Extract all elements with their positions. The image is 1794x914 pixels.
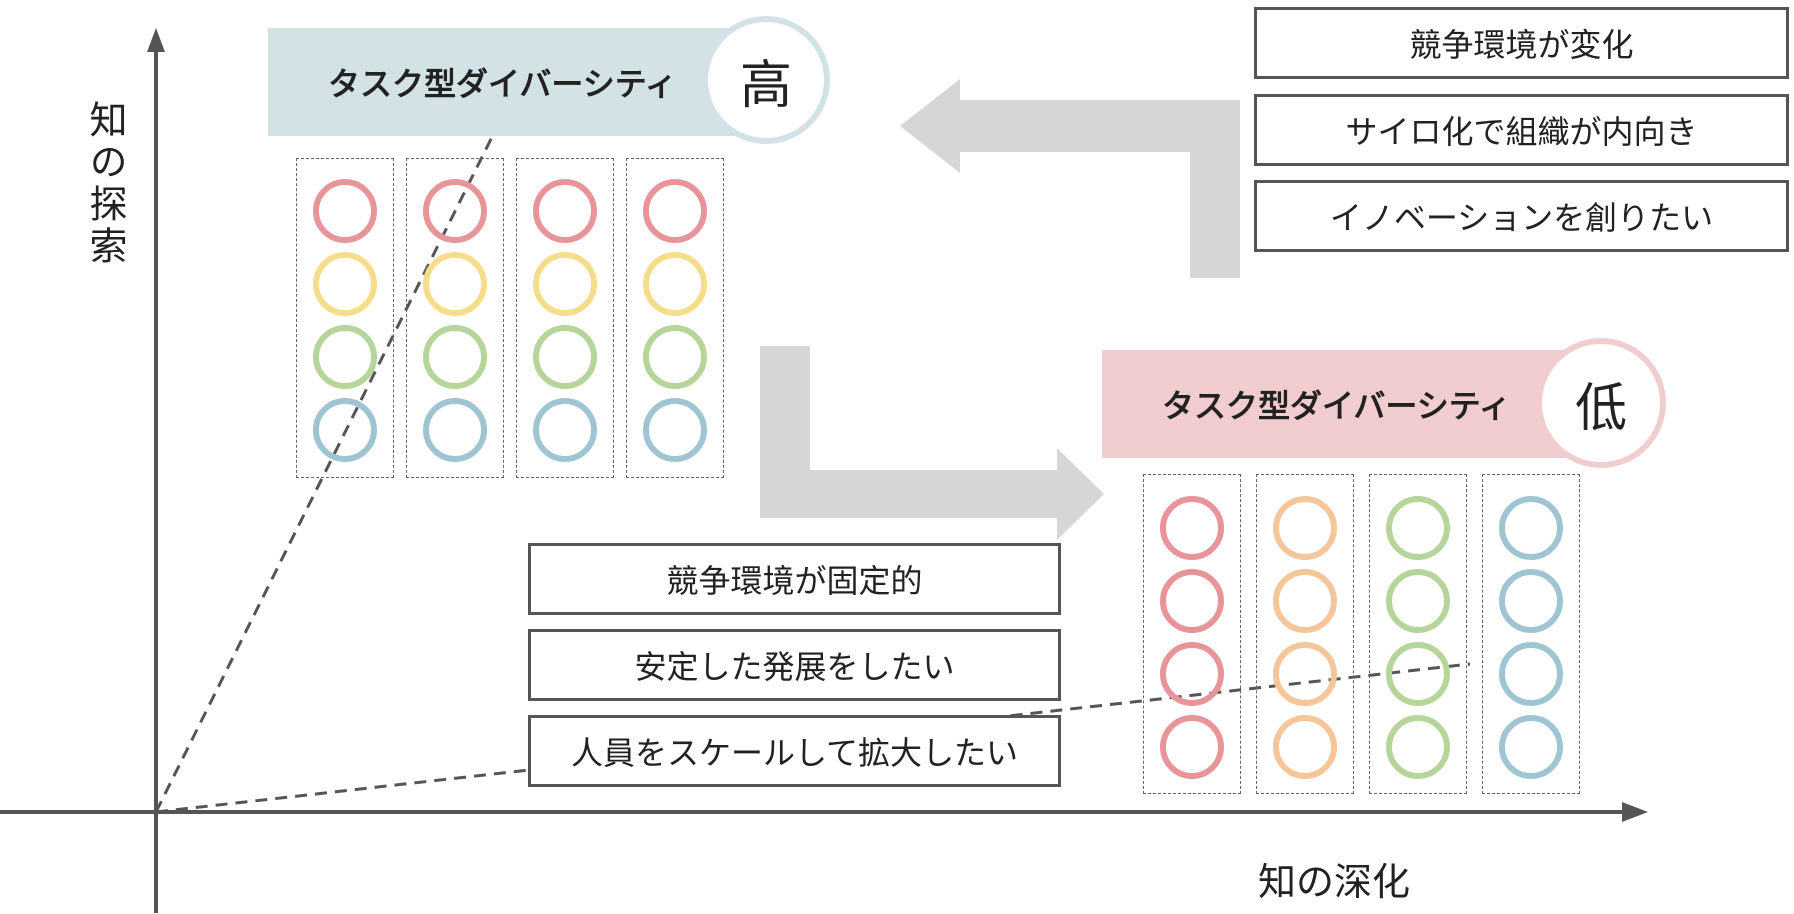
member-circle xyxy=(312,252,377,316)
arrow-to-high xyxy=(900,79,1240,278)
banner-low-label: タスク型ダイバーシティ xyxy=(1162,387,1511,425)
low-member-column-2 xyxy=(1256,474,1354,794)
member-circle xyxy=(1498,715,1563,779)
condition-low-3: 人員をスケールして拡大したい xyxy=(528,715,1061,787)
low-member-column-3 xyxy=(1369,474,1467,794)
member-circle xyxy=(1498,569,1563,633)
ray-to-high xyxy=(154,134,495,813)
condition-high-1: 競争環境が変化 xyxy=(1254,7,1789,79)
member-circle xyxy=(312,179,377,243)
arrow-to-low xyxy=(760,346,1104,540)
condition-high-2: サイロ化で組織が内向き xyxy=(1254,94,1789,166)
banner-high-diversity: タスク型ダイバーシティ xyxy=(268,28,736,136)
member-circle xyxy=(1272,496,1337,560)
member-circle xyxy=(422,179,487,243)
member-circle xyxy=(642,325,707,389)
member-circle xyxy=(1272,715,1337,779)
member-circle xyxy=(422,398,487,462)
member-circle xyxy=(1498,642,1563,706)
member-circle xyxy=(422,252,487,316)
banner-high-label: タスク型ダイバーシティ xyxy=(328,65,677,103)
member-circle xyxy=(422,325,487,389)
x-axis-arrowhead xyxy=(1622,802,1648,822)
low-member-column-4 xyxy=(1482,474,1580,794)
member-circle xyxy=(1385,496,1450,560)
member-circle xyxy=(642,179,707,243)
member-circle xyxy=(1498,496,1563,560)
member-circle xyxy=(1159,642,1224,706)
y-axis-arrowhead xyxy=(147,28,165,52)
member-circle xyxy=(1272,569,1337,633)
high-member-column-4 xyxy=(626,158,724,478)
member-circle xyxy=(642,398,707,462)
badge-high: 高 xyxy=(702,16,830,144)
member-circle xyxy=(1159,715,1224,779)
condition-low-1: 競争環境が固定的 xyxy=(528,543,1061,615)
member-circle xyxy=(1159,496,1224,560)
member-circle xyxy=(532,252,597,316)
member-circle xyxy=(532,325,597,389)
low-member-column-1 xyxy=(1143,474,1241,794)
badge-low: 低 xyxy=(1536,338,1666,468)
condition-low-2: 安定した発展をしたい xyxy=(528,629,1061,701)
member-circle xyxy=(312,325,377,389)
member-circle xyxy=(1159,569,1224,633)
y-axis-label: 知の探索 xyxy=(83,100,127,268)
member-circle xyxy=(532,179,597,243)
condition-high-3: イノベーションを創りたい xyxy=(1254,180,1789,252)
banner-low-diversity: タスク型ダイバーシティ xyxy=(1102,350,1572,458)
member-circle xyxy=(312,398,377,462)
member-circle xyxy=(532,398,597,462)
high-member-column-1 xyxy=(296,158,394,478)
member-circle xyxy=(642,252,707,316)
high-member-column-2 xyxy=(406,158,504,478)
member-circle xyxy=(1385,642,1450,706)
member-circle xyxy=(1385,715,1450,779)
high-member-column-3 xyxy=(516,158,614,478)
member-circle xyxy=(1385,569,1450,633)
x-axis-label: 知の深化 xyxy=(1258,860,1411,904)
member-circle xyxy=(1272,642,1337,706)
